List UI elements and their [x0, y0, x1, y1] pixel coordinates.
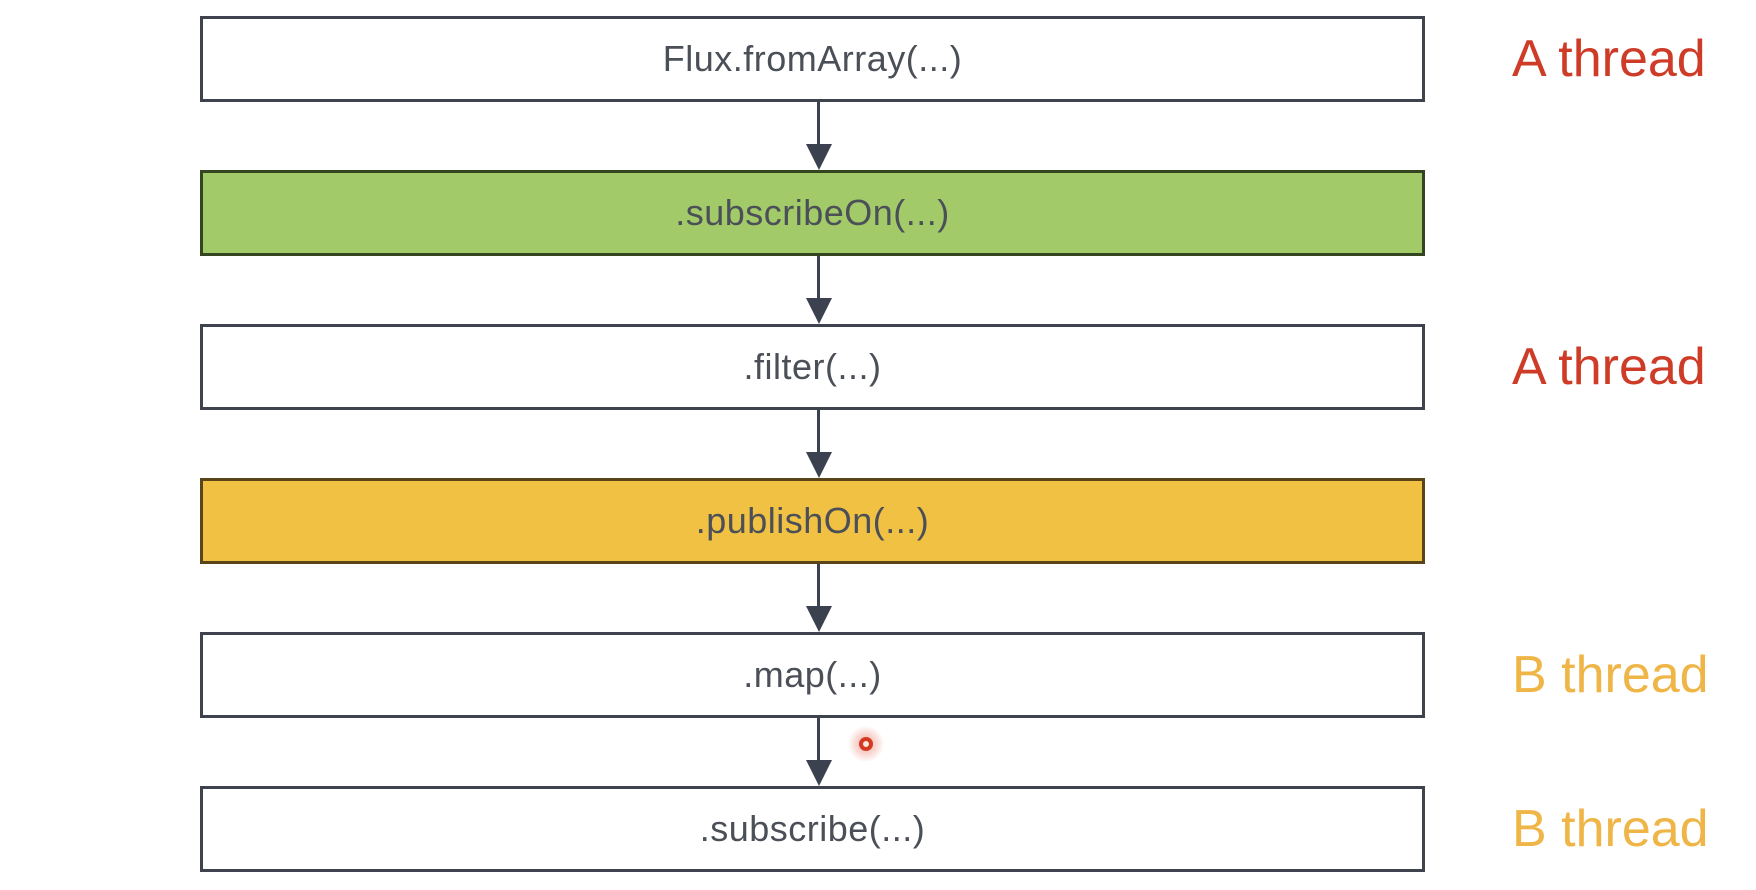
arrow-head [806, 144, 832, 170]
arrow-stem [817, 410, 820, 456]
arrow-head [806, 298, 832, 324]
arrow-down-icon [806, 102, 832, 170]
arrow-head [806, 606, 832, 632]
flow-node-map: .map(...) [200, 632, 1425, 718]
arrow-down-icon [806, 256, 832, 324]
arrow-stem [817, 564, 820, 610]
flow-node-publish-on: .publishOn(...) [200, 478, 1425, 564]
arrow-down-icon [806, 564, 832, 632]
flow-node-subscribe: .subscribe(...) [200, 786, 1425, 872]
thread-label-b-1: B thread [1512, 646, 1709, 704]
flow-node-label: .filter(...) [743, 346, 882, 387]
flow-node-label: .map(...) [743, 654, 882, 695]
flow-node-filter: .filter(...) [200, 324, 1425, 410]
flow-node-label: Flux.fromArray(...) [662, 38, 963, 79]
arrow-down-icon [806, 718, 832, 786]
arrow-stem [817, 102, 820, 148]
arrow-down-icon [806, 410, 832, 478]
thread-label-a-2: A thread [1512, 338, 1706, 396]
arrow-head [806, 760, 832, 786]
arrow-stem [817, 718, 820, 764]
thread-label-b-2: B thread [1512, 800, 1709, 858]
laser-ring [859, 737, 873, 751]
flow-node-subscribe-on: .subscribeOn(...) [200, 170, 1425, 256]
arrow-head [806, 452, 832, 478]
flow-node-label: .subscribeOn(...) [675, 192, 950, 233]
flow-node-from-array: Flux.fromArray(...) [200, 16, 1425, 102]
arrow-stem [817, 256, 820, 302]
flow-node-label: .publishOn(...) [695, 500, 930, 541]
flow-node-label: .subscribe(...) [699, 808, 926, 849]
laser-pointer-dot [848, 726, 884, 762]
thread-label-a-1: A thread [1512, 30, 1706, 88]
